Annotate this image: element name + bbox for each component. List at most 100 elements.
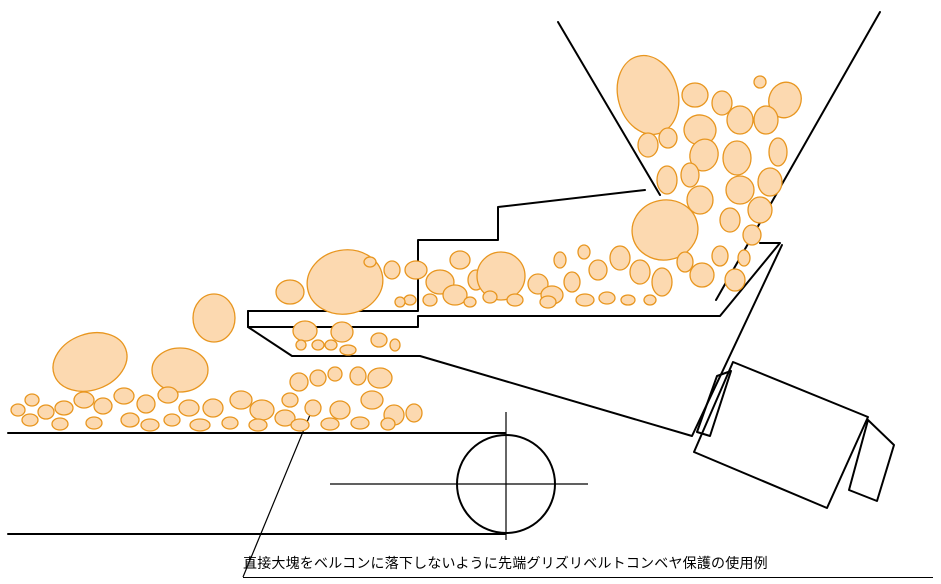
rock (290, 418, 310, 432)
rock (202, 398, 224, 418)
rock (320, 417, 340, 431)
rock (380, 417, 396, 431)
rock (52, 332, 128, 392)
rock (120, 412, 140, 428)
rock (389, 338, 401, 352)
belt-conveyor (7, 412, 588, 540)
rock (629, 259, 651, 285)
rock (476, 251, 526, 301)
rock (350, 416, 370, 430)
rock (609, 245, 631, 271)
rock (719, 207, 741, 233)
rock (249, 399, 275, 421)
rock (724, 268, 746, 292)
rock (737, 249, 751, 267)
rock (449, 250, 471, 270)
rock (309, 369, 327, 387)
rock (349, 366, 367, 386)
rock (403, 294, 417, 306)
rock (163, 413, 181, 427)
rock (681, 82, 709, 108)
rock (360, 390, 384, 410)
rock (643, 294, 657, 306)
rock (367, 367, 393, 389)
rock (51, 417, 69, 431)
rock (93, 397, 113, 415)
rock (311, 339, 325, 351)
rock (248, 418, 268, 432)
rock (463, 296, 477, 308)
caption-underline (243, 577, 933, 578)
rock (539, 295, 557, 309)
rock (506, 293, 524, 307)
rock (363, 256, 377, 268)
rock (711, 90, 733, 116)
rock (757, 167, 783, 197)
rock (10, 403, 26, 417)
rock (339, 344, 357, 356)
rock-pile (10, 54, 802, 432)
rock (157, 386, 179, 404)
rock (563, 271, 581, 293)
rock (768, 137, 788, 167)
rock (304, 399, 322, 417)
rock (725, 175, 755, 205)
rock (274, 409, 296, 427)
rock (394, 296, 406, 308)
rock (747, 196, 773, 224)
rock (631, 199, 699, 261)
rock (577, 244, 591, 260)
rock (136, 394, 156, 414)
rock (686, 185, 714, 215)
rock (658, 127, 678, 149)
rock (689, 138, 719, 172)
rock (726, 105, 754, 135)
rock (637, 132, 659, 158)
rock (553, 251, 567, 269)
rock (275, 279, 305, 305)
rock (768, 81, 802, 119)
rock (113, 387, 135, 405)
rock (192, 293, 236, 343)
rock (54, 400, 74, 416)
rock (295, 339, 307, 351)
rock (178, 399, 200, 417)
rock (306, 249, 384, 315)
grizzly-feeder-frame (247, 189, 783, 437)
rock (405, 403, 423, 423)
caption-text: 直接大塊をベルコンに落下しないように先端グリズリベルトコンベヤ保護の使用例 (243, 556, 768, 572)
rock (620, 294, 636, 306)
rock (73, 391, 95, 409)
rock (221, 416, 239, 430)
rock (383, 260, 401, 280)
rock (140, 418, 160, 432)
rock (689, 262, 715, 288)
rock (330, 321, 354, 343)
rock (370, 332, 388, 348)
rock (229, 390, 253, 410)
rock (753, 75, 767, 89)
rock (575, 293, 595, 307)
rock (742, 224, 762, 246)
rock (151, 347, 209, 393)
rock (327, 366, 343, 382)
rock (482, 290, 498, 304)
rock (281, 392, 299, 408)
vibrator-motor (693, 361, 895, 509)
rock (598, 291, 616, 305)
rock (422, 293, 438, 307)
rock (753, 105, 779, 135)
rock (656, 165, 678, 195)
rock (442, 284, 468, 306)
caption-leader (242, 409, 313, 578)
rock (676, 251, 694, 273)
rock (616, 54, 680, 136)
rock (21, 413, 39, 427)
rock (711, 245, 729, 267)
rock (189, 418, 211, 432)
rock (24, 393, 40, 407)
rock (324, 339, 338, 351)
rock (292, 320, 318, 342)
rock (289, 372, 309, 392)
